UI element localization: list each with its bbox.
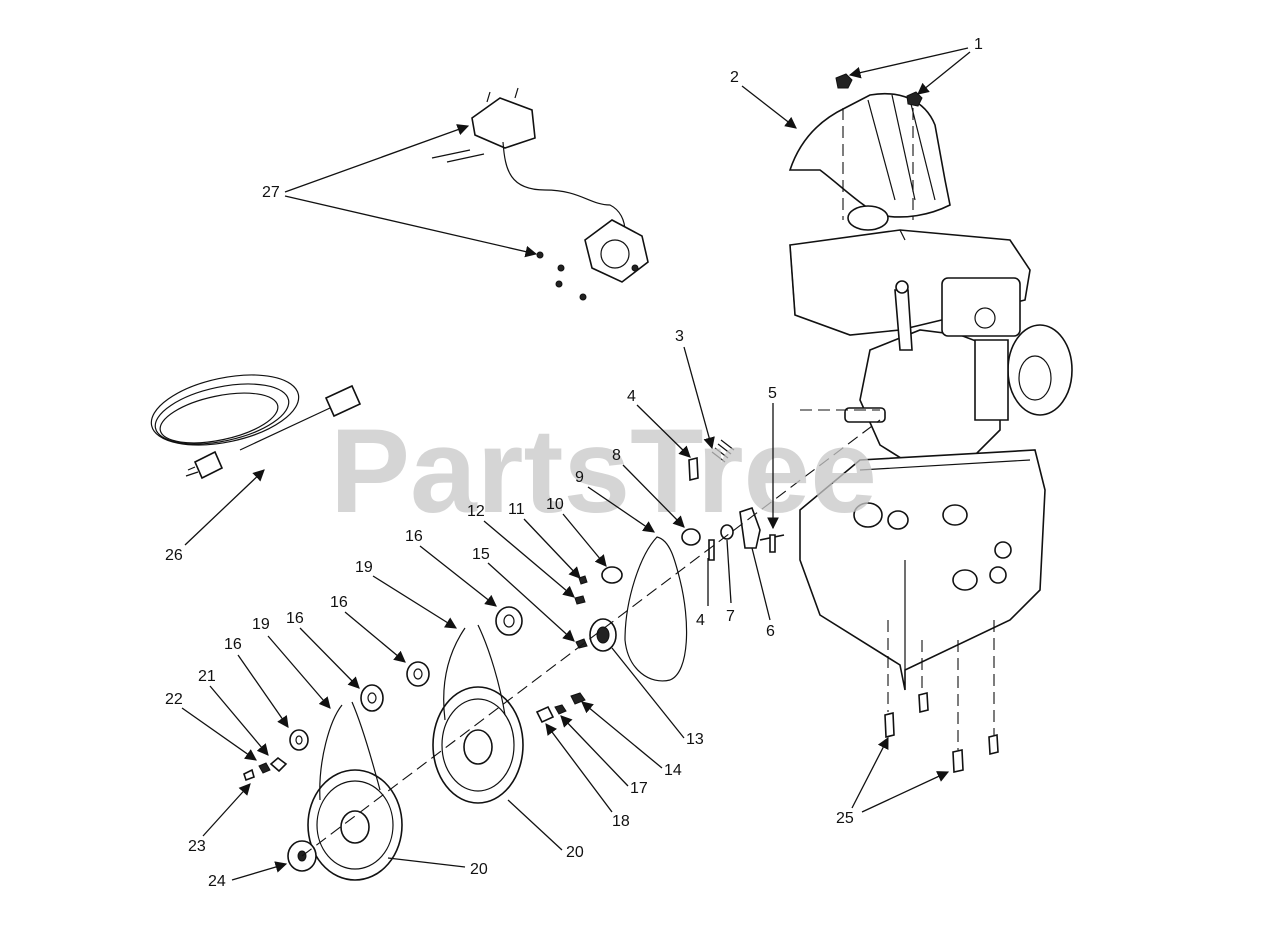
- svg-text:7: 7: [726, 608, 735, 625]
- svg-text:20: 20: [566, 844, 584, 861]
- starter-wire: [502, 141, 626, 233]
- cord-plug: [324, 384, 362, 418]
- engine-assembly: [788, 73, 1073, 691]
- watermark: PartsTree: [330, 404, 877, 538]
- callout-19a[interactable]: 19: [355, 559, 457, 629]
- svg-text:22: 22: [165, 691, 183, 708]
- callout-7[interactable]: 7: [726, 539, 735, 625]
- callout-11[interactable]: 11: [508, 501, 581, 579]
- callout-13[interactable]: 13: [611, 647, 704, 748]
- svg-text:8: 8: [612, 447, 621, 464]
- callout-19b[interactable]: 19: [252, 616, 331, 709]
- svg-text:13: 13: [686, 731, 704, 748]
- v-belt-19-lower: [319, 701, 381, 801]
- pulley-16-a: [495, 606, 523, 636]
- callout-17[interactable]: 17: [560, 715, 648, 797]
- air-cleaner: [941, 277, 1021, 337]
- crankshaft: [844, 407, 886, 423]
- callout-16b[interactable]: 16: [330, 594, 406, 663]
- svg-text:1: 1: [974, 36, 983, 53]
- callout-26[interactable]: 26: [165, 469, 265, 564]
- callout-20a[interactable]: 20: [507, 799, 584, 861]
- svg-text:20: 20: [470, 861, 488, 878]
- fuel-cap: [847, 205, 889, 231]
- starter-motor: [584, 219, 649, 283]
- callout-3[interactable]: 3: [675, 328, 715, 450]
- svg-text:11: 11: [508, 501, 525, 518]
- callout-23[interactable]: 23: [188, 783, 251, 855]
- v-belt-small: [624, 536, 688, 682]
- svg-text:4: 4: [696, 612, 705, 629]
- svg-text:5: 5: [768, 385, 777, 402]
- pulley-16-b: [406, 661, 430, 687]
- svg-text:14: 14: [664, 762, 682, 779]
- callout-4a[interactable]: 4: [627, 388, 691, 458]
- callout-1[interactable]: 1: [848, 36, 983, 95]
- callout-20b[interactable]: 20: [387, 857, 488, 878]
- svg-text:19: 19: [355, 559, 373, 576]
- svg-text:16: 16: [330, 594, 348, 611]
- svg-text:4: 4: [627, 388, 636, 405]
- svg-text:16: 16: [286, 610, 304, 627]
- svg-text:27: 27: [262, 184, 280, 201]
- callout-15[interactable]: 15: [472, 546, 575, 642]
- svg-text:9: 9: [575, 469, 584, 486]
- svg-text:23: 23: [188, 838, 206, 855]
- callout-6[interactable]: 6: [751, 547, 775, 640]
- svg-text:16: 16: [224, 636, 242, 653]
- drive-components: [243, 108, 999, 881]
- recoil-starter: [1007, 324, 1073, 416]
- callout-2[interactable]: 2: [730, 69, 797, 129]
- cord-end-plug: [193, 450, 224, 480]
- callout-14[interactable]: 14: [581, 701, 682, 779]
- callout-16c[interactable]: 16: [286, 610, 360, 689]
- callout-12[interactable]: 12: [467, 503, 575, 598]
- callout-24[interactable]: 24: [208, 861, 288, 890]
- callout-25[interactable]: 25: [836, 736, 950, 827]
- engine-shroud: [788, 93, 951, 218]
- callout-16d[interactable]: 16: [224, 636, 289, 728]
- callout-9[interactable]: 9: [575, 469, 655, 533]
- svg-text:17: 17: [630, 780, 648, 797]
- svg-text:19: 19: [252, 616, 270, 633]
- callout-8[interactable]: 8: [612, 447, 685, 528]
- callout-5[interactable]: 5: [767, 385, 779, 530]
- washer-10: [601, 566, 623, 584]
- callout-10[interactable]: 10: [546, 496, 607, 567]
- svg-text:2: 2: [730, 69, 739, 86]
- callout-21[interactable]: 21: [198, 668, 269, 756]
- electric-starter-kit: [431, 87, 649, 301]
- svg-text:24: 24: [208, 873, 226, 890]
- svg-text:15: 15: [472, 546, 490, 563]
- svg-text:16: 16: [405, 528, 423, 545]
- pulley-16-c: [360, 684, 384, 712]
- extension-cord: [150, 374, 362, 480]
- svg-text:18: 18: [612, 813, 630, 830]
- callout-16a[interactable]: 16: [405, 528, 497, 607]
- svg-text:3: 3: [675, 328, 684, 345]
- callout-22[interactable]: 22: [165, 691, 257, 761]
- callout-27[interactable]: 27: [262, 124, 538, 258]
- svg-text:6: 6: [766, 623, 775, 640]
- svg-text:25: 25: [836, 810, 854, 827]
- callout-4b[interactable]: 4: [696, 558, 709, 629]
- callout-18[interactable]: 18: [545, 723, 630, 830]
- v-belt-19-upper: [443, 624, 506, 721]
- callouts: 1 2 3 4 4 5 6 7 8 9 10 11 12 13 14: [165, 36, 983, 890]
- svg-text:21: 21: [198, 668, 216, 685]
- svg-text:10: 10: [546, 496, 564, 513]
- svg-text:12: 12: [467, 503, 485, 520]
- starter-switch-box: [471, 97, 536, 149]
- svg-text:26: 26: [165, 547, 183, 564]
- bracket-6: [739, 506, 761, 549]
- washer-8: [681, 528, 701, 546]
- pulley-16-d: [289, 729, 309, 751]
